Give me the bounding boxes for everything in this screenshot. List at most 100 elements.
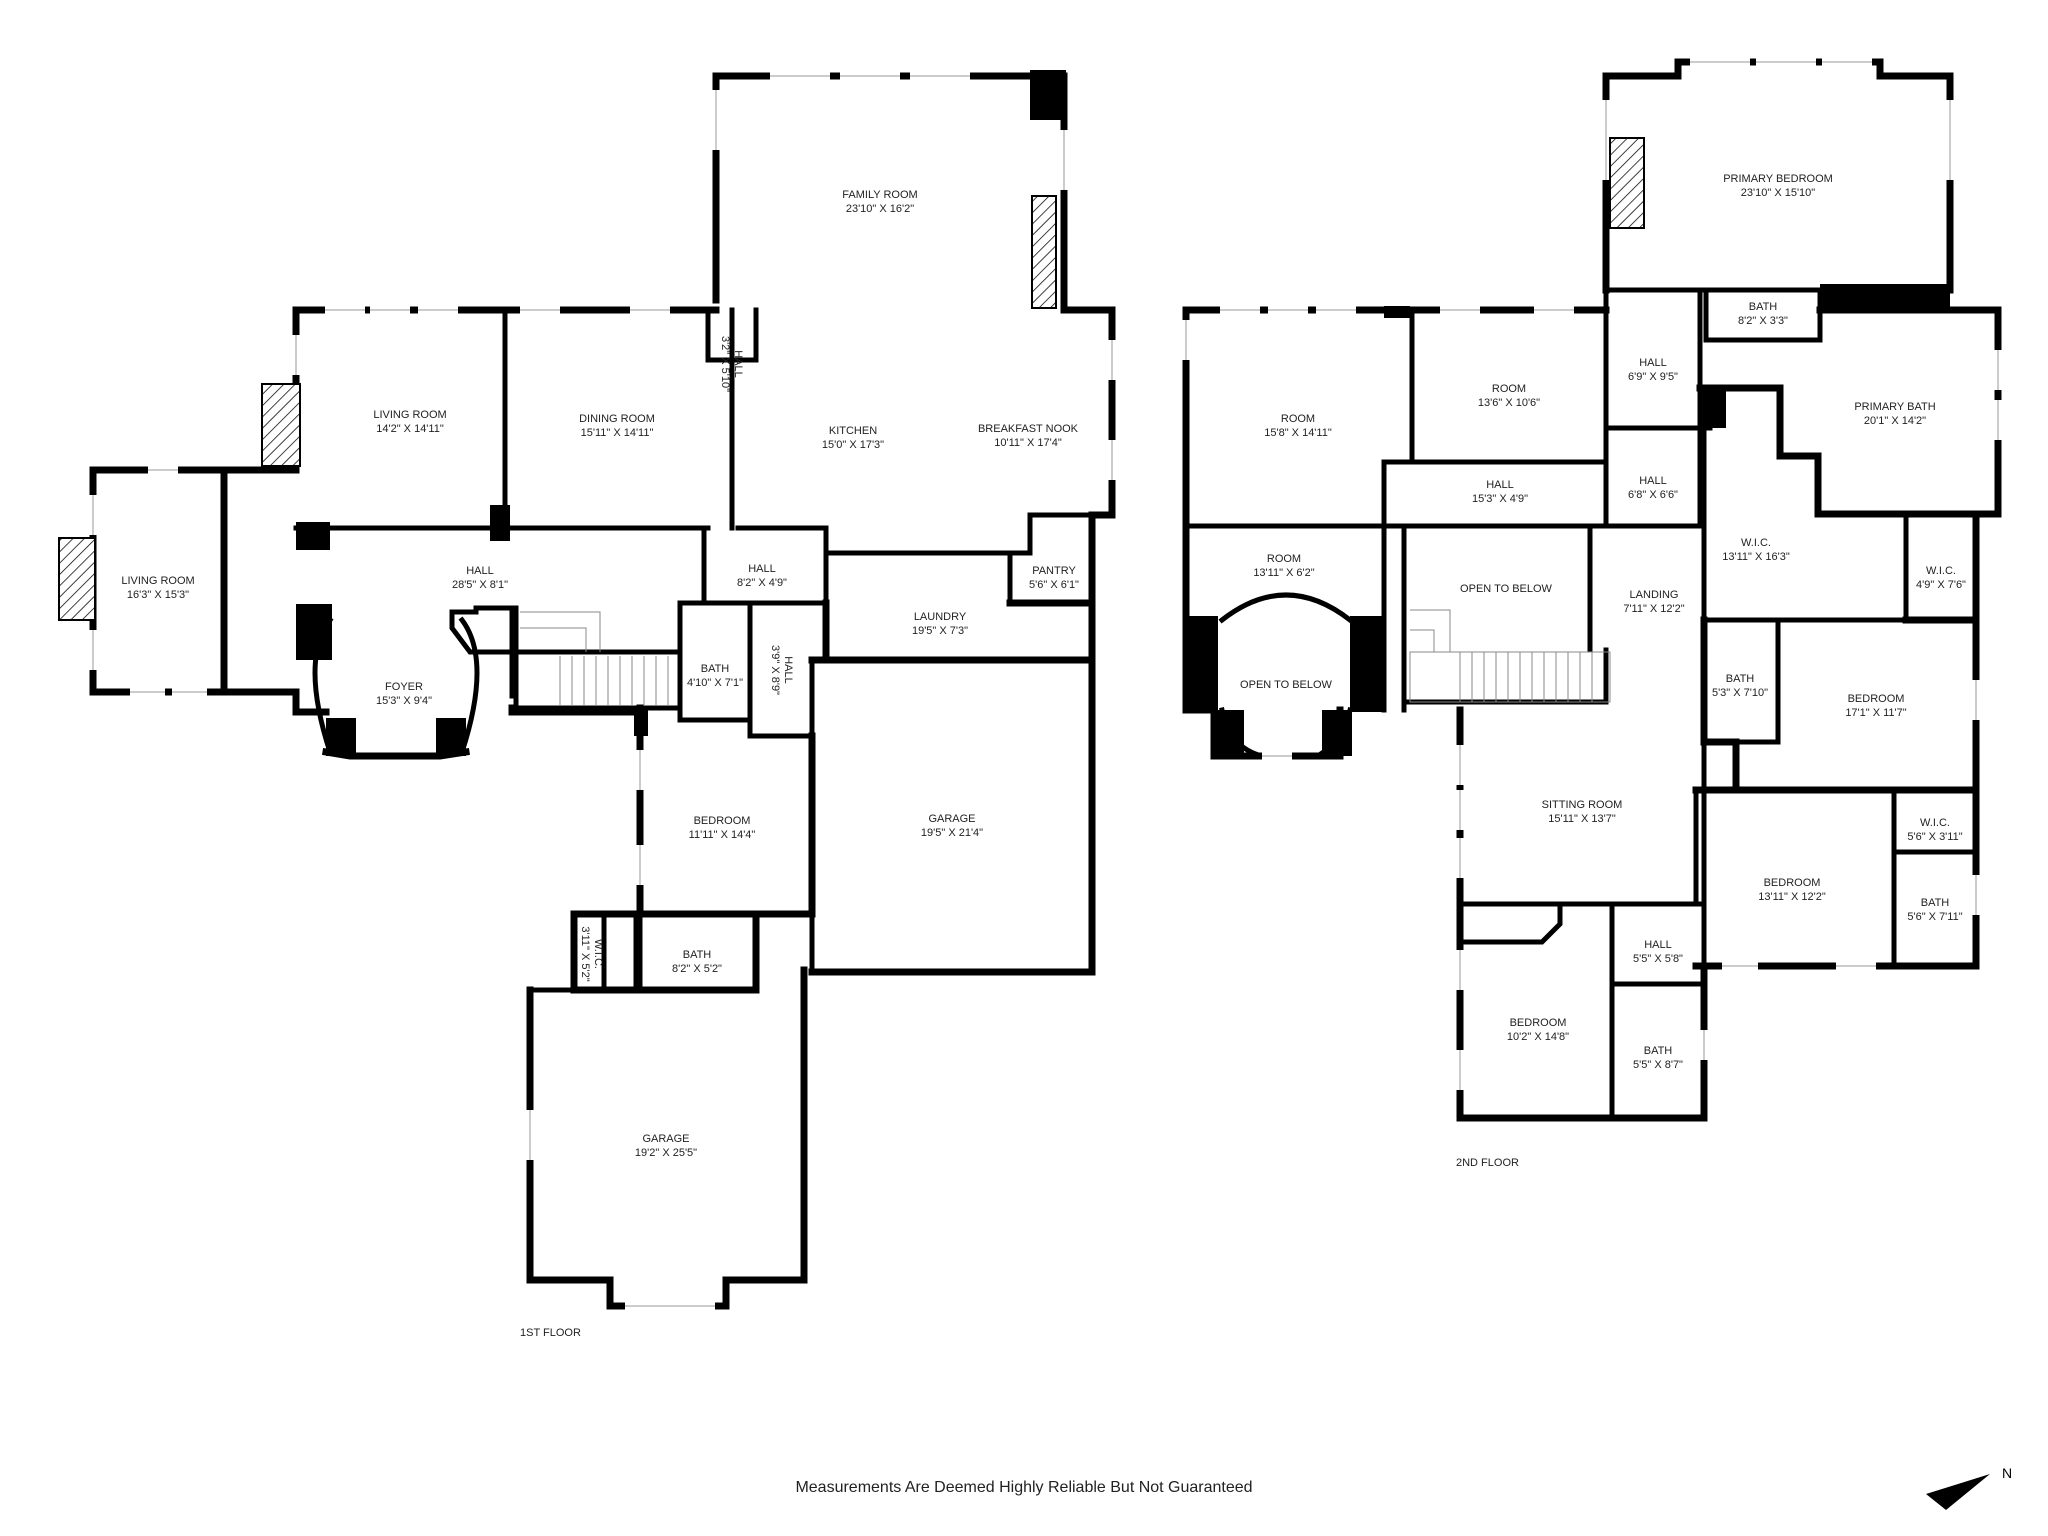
room-name: HALL [1639, 475, 1667, 487]
room-dims: 15'3" X 9'4" [376, 695, 432, 707]
second-floor-walls [1182, 58, 2002, 1122]
room-dims: 3'2" X 5'10" [719, 336, 731, 392]
room-dims: 19'2" X 25'5" [635, 1147, 697, 1159]
room-name: HALL [748, 563, 776, 575]
room-dims: 10'11" X 17'4" [994, 437, 1062, 449]
room-name: PRIMARY BATH [1854, 401, 1935, 413]
svg-text:W.I.C.5'6" X 3'11": W.I.C. 5'6" X 3'11" [1907, 817, 1962, 843]
room-dims: 6'8" X 6'6" [1628, 489, 1678, 501]
room-name: HALL [1486, 479, 1514, 491]
room-name: LIVING ROOM [373, 409, 446, 421]
second-floor-stairs [1409, 609, 1611, 703]
room-dims: 16'3" X 15'3" [127, 589, 189, 601]
room-dims: 5'6" X 3'11" [1907, 831, 1962, 843]
room-name: BATH [1921, 897, 1950, 909]
room-name: W.I.C. [1920, 817, 1950, 829]
room-dims: 13'6" X 10'6" [1478, 397, 1540, 409]
room-dims: 8'2" X 5'2" [672, 963, 722, 975]
room-dims: 7'11" X 12'2" [1623, 603, 1684, 615]
room-dims: 5'6" X 6'1" [1029, 579, 1079, 591]
svg-text:W.I.C.13'11" X 16'3": W.I.C.13'11" X 16'3" [1722, 537, 1790, 563]
room-dims: 15'11" X 14'11" [581, 427, 654, 439]
room-name: HALL [466, 565, 494, 577]
room-dims: 20'1" X 14'2" [1864, 415, 1926, 427]
first-floor-windows [89, 72, 1116, 1310]
room-dims: 5'6" X 7'11" [1907, 911, 1962, 923]
room-dims: 19'5" X 21'4" [921, 827, 983, 839]
room-dims: 15'3" X 4'9" [1472, 493, 1528, 505]
room-name: ROOM [1267, 553, 1301, 565]
room-name: KITCHEN [829, 425, 877, 437]
disclaimer-text: Measurements Are Deemed Highly Reliable … [795, 1479, 1253, 1496]
room-dims: 3'9" X 8'9" [769, 645, 781, 695]
room-dims: 17'1" X 11'7" [1845, 707, 1906, 719]
room-dims: 3'11" X 5'2" [579, 926, 591, 981]
room-name: BATH [683, 949, 712, 961]
room-name: HALL [1644, 939, 1672, 951]
room-name: LANDING [1630, 589, 1679, 601]
room-dims: 23'10" X 16'2" [846, 203, 914, 215]
room-dims: 5'5" X 8'7" [1633, 1059, 1683, 1071]
room-dims: 15'0" X 17'3" [822, 439, 884, 451]
room-name: BATH [701, 663, 730, 675]
room-name: LAUNDRY [914, 611, 967, 623]
room-dims: 13'11" X 12'2" [1758, 891, 1826, 903]
room-name: ROOM [1281, 413, 1315, 425]
room-name: PANTRY [1032, 565, 1076, 577]
room-dims: 10'2" X 14'8" [1507, 1031, 1569, 1043]
fireplace-icon [1031, 195, 1057, 309]
room-dims: 11'11" X 14'4" [689, 829, 756, 841]
room-name: BEDROOM [694, 815, 751, 827]
room-name: W.I.C. [1926, 565, 1956, 577]
room-dims: 13'11" X 16'3" [1722, 551, 1790, 563]
room-name: BREAKFAST NOOK [978, 423, 1079, 435]
north-arrow-icon: N [1926, 1465, 2012, 1510]
room-name: BATH [1726, 673, 1755, 685]
room-name: FOYER [385, 681, 423, 693]
room-name: W.I.C. [592, 939, 604, 969]
second-floor-windows [1182, 58, 2002, 1090]
room-dims: 8'2" X 3'3" [1738, 315, 1788, 327]
room-name: SITTING ROOM [1542, 799, 1623, 811]
compass-letter: N [2002, 1465, 2012, 1481]
room-name: FAMILY ROOM [842, 189, 917, 201]
svg-text:HALL3'2" X 5'10": HALL3'2" X 5'10" [719, 336, 744, 392]
room-name: HALL [782, 656, 794, 684]
room-dims: 8'2" X 4'9" [737, 577, 787, 589]
svg-text:W.I.C.3'11" X 5'2": W.I.C.3'11" X 5'2" [579, 926, 604, 981]
room-dims: 6'9" X 9'5" [1628, 371, 1678, 383]
room-dims: 28'5" X 8'1" [452, 579, 508, 591]
room-dims: 19'5" X 7'3" [912, 625, 968, 637]
room-name: GARAGE [642, 1133, 689, 1145]
room-name: HALL [1639, 357, 1667, 369]
room-dims: 4'10" X 7'1" [687, 677, 743, 689]
floor-label-first: 1ST FLOOR [520, 1327, 581, 1339]
